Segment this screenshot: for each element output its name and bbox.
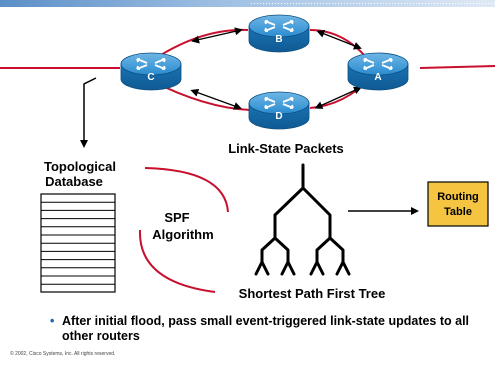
arrow-c-d	[190, 88, 242, 110]
database-label-line2: Database	[45, 174, 103, 189]
arrow-c-b	[191, 27, 243, 44]
router-icon: C	[120, 52, 182, 91]
routing-table-line1: Routing	[437, 191, 479, 203]
database-label-line1: Topological	[44, 159, 116, 174]
algorithm-label-line1: SPF	[164, 210, 189, 225]
routing-table: Routing Table	[427, 181, 489, 227]
network-links	[0, 28, 495, 111]
link-a-right	[419, 65, 495, 69]
algorithm-label-line2: Algorithm	[152, 227, 213, 242]
packets-label: Link-State Packets	[228, 141, 344, 156]
router-icon: D	[248, 91, 310, 130]
router-icon: B	[248, 14, 310, 53]
router-label: A	[374, 72, 381, 83]
bullet-text: After initial flood, pass small event-tr…	[62, 314, 470, 343]
arrow-c-to-database	[80, 77, 97, 148]
tree-icon	[254, 163, 351, 276]
router-icon: A	[347, 52, 409, 91]
router-label: B	[275, 34, 282, 45]
routers: B A C D	[120, 14, 409, 130]
tree-label: Shortest Path First Tree	[239, 286, 386, 301]
router-label: D	[275, 111, 282, 122]
database-icon	[40, 193, 116, 293]
bullet-point: • After initial flood, pass small event-…	[50, 314, 470, 344]
title-bar-dots	[250, 2, 495, 5]
copyright: © 2002, Cisco Systems, Inc. All rights r…	[10, 351, 116, 357]
arrow-b-a	[316, 30, 362, 50]
arrow-d-a	[314, 86, 362, 109]
packet-arrows	[190, 27, 362, 110]
router-label: C	[147, 72, 154, 83]
routing-table-line2: Table	[444, 206, 472, 218]
bullet-marker: •	[50, 314, 55, 328]
title-bar	[0, 0, 495, 7]
spf-algorithm-arcs	[138, 167, 229, 293]
